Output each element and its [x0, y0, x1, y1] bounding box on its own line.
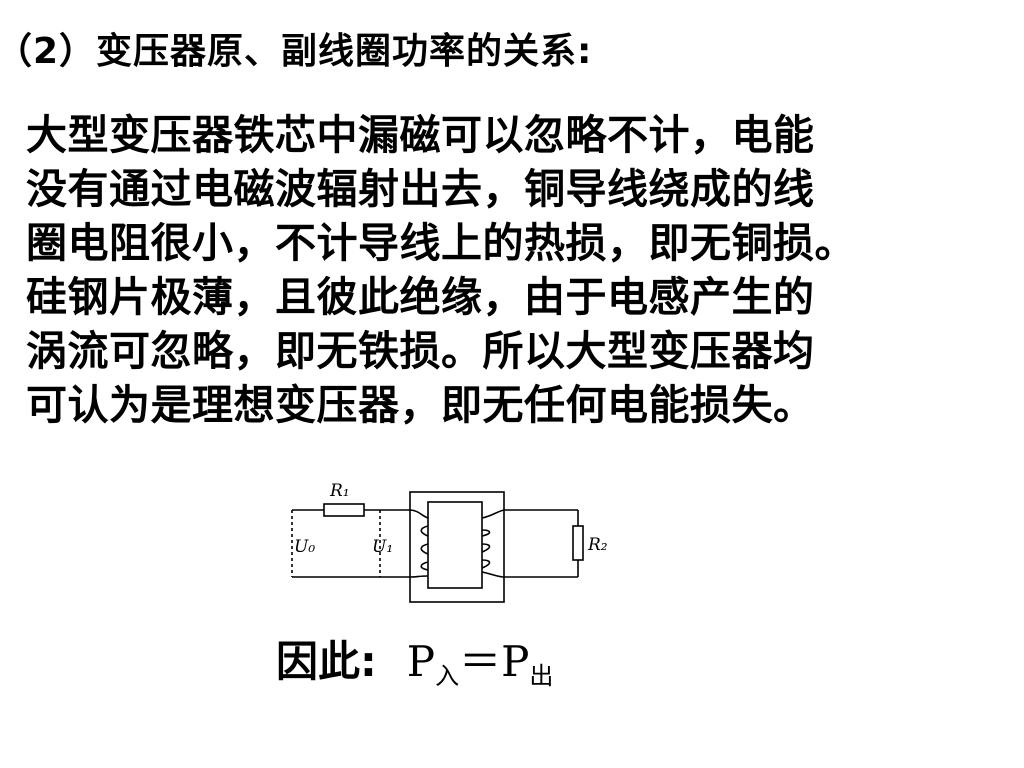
- secondary-coil: [481, 509, 505, 578]
- body-line: 圈电阻很小，不计导线上的热损，即无铜损。: [26, 219, 856, 267]
- section-heading: （2）变压器原、副线圈功率的关系:: [0, 31, 593, 72]
- body-line: 可认为是理想变压器，即无任何电能损失。: [26, 381, 815, 429]
- body-line: 没有通过电磁波辐射出去，铜导线绕成的线: [26, 165, 815, 213]
- transformer-circuit-diagram: R₁ U₀ U₁ R₂: [291, 481, 608, 603]
- body-line: 涡流可忽略，即无铁损。所以大型变压器均: [26, 327, 815, 375]
- power-out-subscript: 出: [529, 662, 554, 690]
- primary-coil: [409, 509, 429, 578]
- equals-sign: ＝: [459, 637, 502, 686]
- power-out-symbol: P: [501, 637, 530, 686]
- u1-label: U₁: [372, 537, 393, 557]
- body-line: 硅钢片极薄，且彼此绝缘，由于电感产生的: [26, 273, 815, 321]
- r1-label: R₁: [329, 481, 350, 501]
- conclusion-formula: 因此:P入＝P出: [276, 632, 553, 706]
- power-in-subscript: 入: [435, 662, 460, 690]
- power-in-symbol: P: [406, 637, 436, 686]
- body-line: 大型变压器铁芯中漏磁可以忽略不计，电能: [26, 111, 815, 159]
- r2-label: R₂: [587, 535, 608, 555]
- conclusion-label: 因此:: [276, 637, 377, 686]
- resistor-r2: [572, 525, 584, 561]
- body-paragraph: 大型变压器铁芯中漏磁可以忽略不计，电能 没有通过电磁波辐射出去，铜导线绕成的线 …: [26, 108, 1016, 432]
- resistor-r1: [323, 503, 365, 517]
- transformer-core-inner: [427, 501, 483, 589]
- u0-label: U₀: [294, 537, 315, 557]
- transformer-core-outer: [409, 491, 505, 603]
